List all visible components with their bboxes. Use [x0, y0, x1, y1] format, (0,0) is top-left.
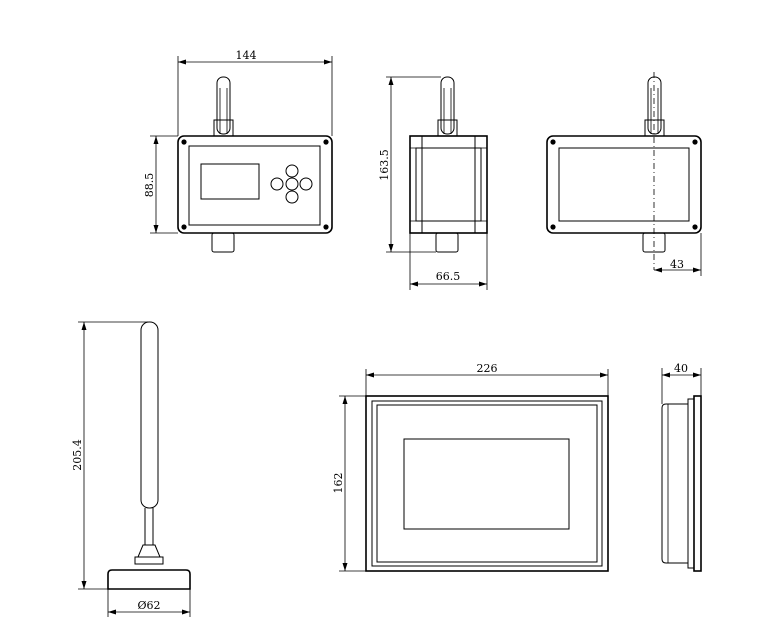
antenna-view: 205.4 Ø62 [71, 321, 191, 617]
sensor-front-view: 144 88.5 [143, 49, 333, 253]
dim-panel-width: 226 [477, 362, 498, 375]
button-center [285, 177, 299, 191]
dim-sensor-height: 88.5 [143, 173, 156, 198]
dim-rear-offset: 43 [670, 258, 684, 271]
sensor-screen [200, 163, 260, 200]
sensor-rear-view: 43 [546, 72, 702, 276]
button-up [285, 164, 299, 178]
dim-antenna-base: Ø62 [137, 599, 160, 612]
button-right [299, 177, 313, 191]
sensor-side-view: 163.5 66.5 [378, 76, 488, 290]
dim-antenna-height: 205.4 [71, 439, 84, 471]
button-down [285, 190, 299, 204]
dim-side-height: 163.5 [378, 149, 391, 181]
dim-panel-height: 162 [332, 473, 345, 494]
button-left [270, 177, 284, 191]
panel-screen [403, 438, 570, 530]
panel-front-view: 226 162 [332, 362, 609, 572]
dim-side-depth: 66.5 [436, 270, 461, 283]
panel-side-view: 40 [661, 362, 702, 572]
dim-panel-depth: 40 [674, 362, 688, 375]
dim-sensor-width: 144 [236, 49, 257, 62]
